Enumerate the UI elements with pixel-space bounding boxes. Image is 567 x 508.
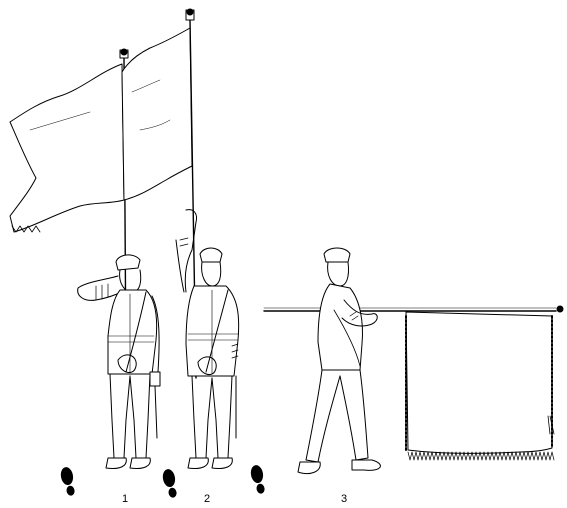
footprints <box>59 464 266 499</box>
right-footprint-icon <box>161 468 178 499</box>
left-footprint-icon <box>59 466 76 497</box>
flag-3-cloth <box>406 312 552 453</box>
left-footprint-icon <box>249 464 266 495</box>
flag-1-cloth <box>10 64 124 232</box>
figure-3-label: 3 <box>341 493 347 505</box>
figure-2-label: 2 <box>204 493 210 505</box>
figure-2-soldier-raised-flag <box>122 9 239 469</box>
flag-2-cloth <box>122 28 192 200</box>
figure-1-label: 1 <box>122 493 128 505</box>
figure-3-soldier-marching <box>264 248 563 474</box>
